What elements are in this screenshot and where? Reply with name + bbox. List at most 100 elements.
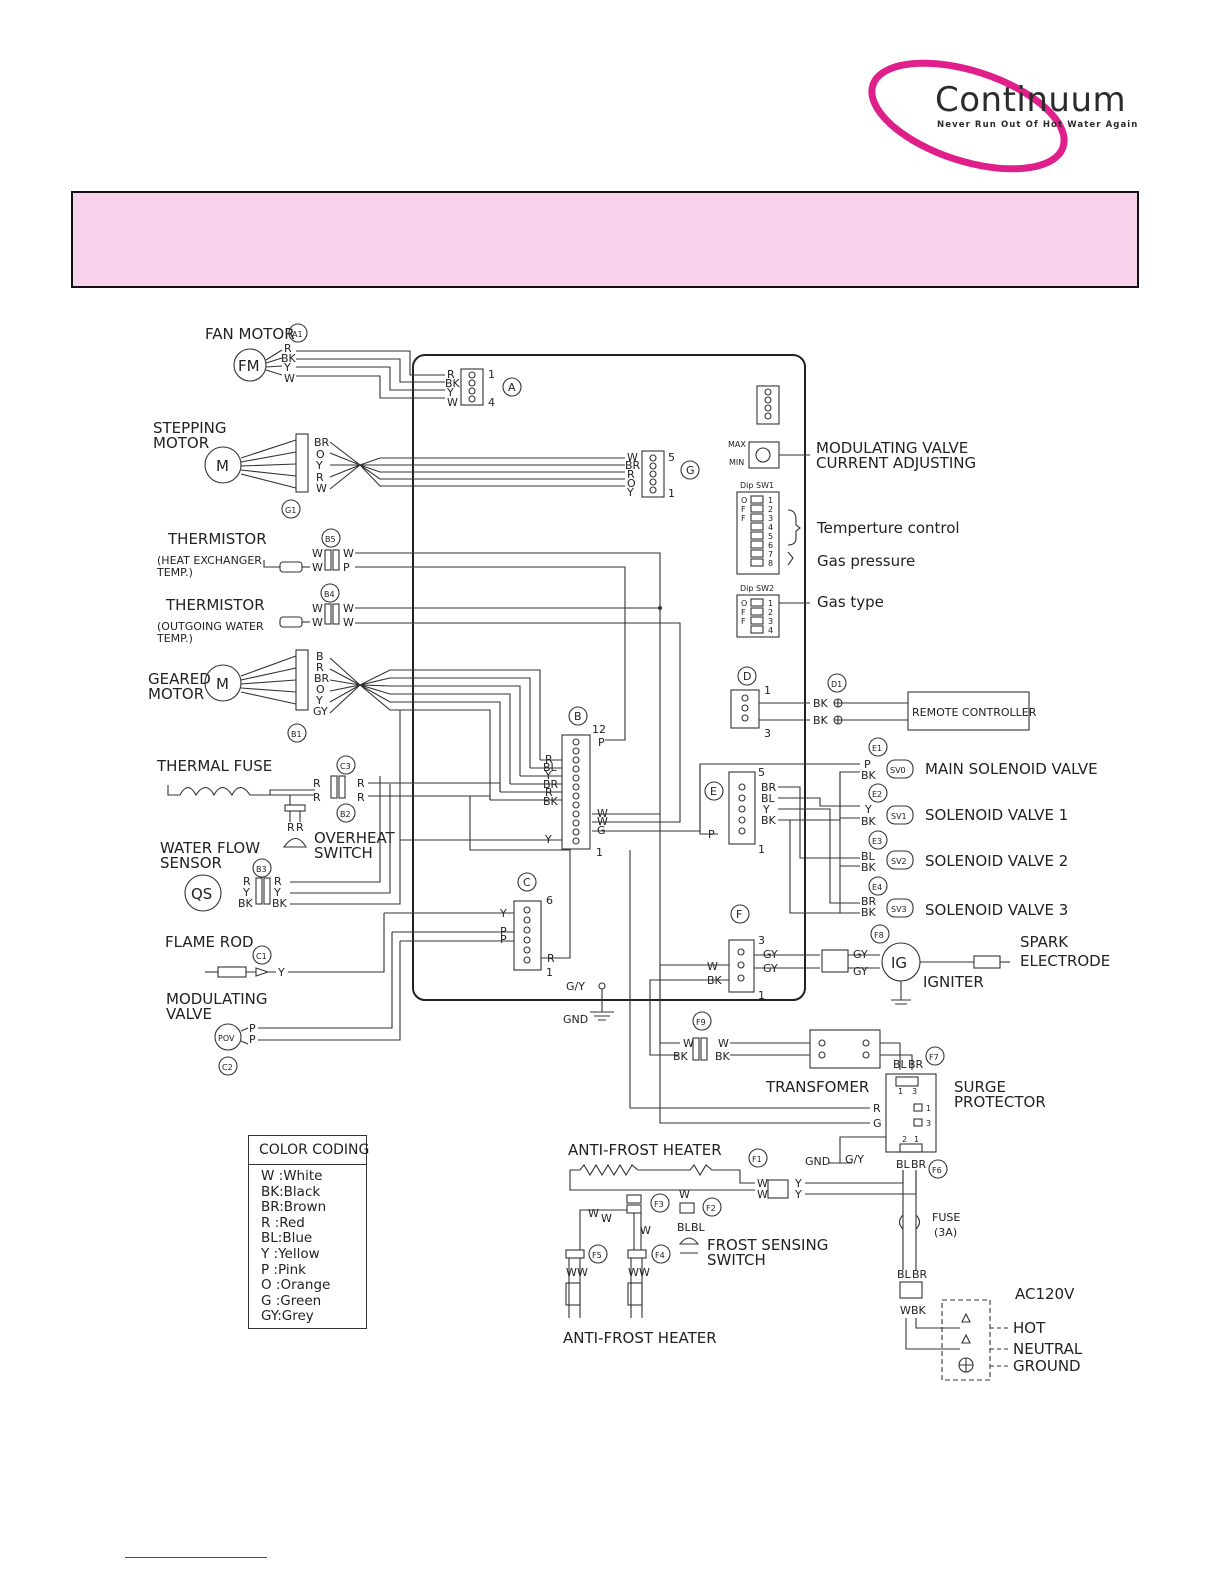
- svg-text:G1: G1: [285, 506, 296, 515]
- svg-text:R: R: [284, 342, 292, 355]
- svg-text:F5: F5: [592, 1251, 602, 1260]
- svg-text:SWITCH: SWITCH: [314, 844, 373, 862]
- svg-text:W: W: [284, 372, 295, 385]
- svg-text:FUSE: FUSE: [932, 1211, 960, 1224]
- svg-text:R: R: [287, 821, 295, 834]
- svg-text:BK: BK: [861, 861, 877, 874]
- svg-text:Dip SW1: Dip SW1: [740, 481, 774, 490]
- svg-text:SPARK: SPARK: [1020, 933, 1069, 951]
- svg-text:BL: BL: [691, 1221, 706, 1234]
- svg-text:W: W: [312, 547, 323, 560]
- svg-text:R: R: [274, 875, 282, 888]
- svg-text:1: 1: [758, 843, 765, 856]
- svg-text:FLAME ROD: FLAME ROD: [165, 933, 254, 951]
- svg-text:P: P: [864, 758, 871, 771]
- svg-text:1: 1: [768, 496, 773, 505]
- svg-text:O: O: [316, 683, 325, 696]
- svg-text:P: P: [249, 1022, 256, 1035]
- svg-text:C2: C2: [222, 1063, 233, 1072]
- remote-controller-label: REMOTE CONTROLLER: [912, 706, 1037, 719]
- svg-text:G: G: [686, 464, 695, 477]
- svg-text:R: R: [243, 875, 251, 888]
- svg-text:MAX: MAX: [728, 440, 746, 449]
- svg-text:B: B: [574, 710, 582, 723]
- svg-text:BK: BK: [861, 906, 877, 919]
- svg-text:BR: BR: [861, 895, 877, 908]
- svg-text:6: 6: [768, 541, 773, 550]
- svg-text:B4: B4: [324, 590, 335, 599]
- svg-text:BL: BL: [897, 1268, 912, 1281]
- svg-text:MODULATING: MODULATING: [166, 990, 268, 1008]
- svg-text:SV0: SV0: [890, 766, 906, 775]
- svg-text:W: W: [639, 1266, 650, 1279]
- svg-text:ELECTRODE: ELECTRODE: [1020, 952, 1110, 970]
- svg-text:W: W: [683, 1037, 694, 1050]
- svg-text:WATER FLOW: WATER FLOW: [160, 839, 260, 857]
- svg-text:F2: F2: [706, 1204, 716, 1213]
- svg-text:F9: F9: [696, 1018, 706, 1027]
- svg-text:TEMP.): TEMP.): [156, 566, 193, 579]
- svg-text:GY: GY: [853, 965, 868, 978]
- footer-link-underline: [125, 1557, 267, 1558]
- svg-text:Y: Y: [315, 694, 323, 707]
- svg-text:BK: BK: [543, 795, 559, 808]
- svg-text:AC120V: AC120V: [1015, 1285, 1075, 1303]
- svg-text:POV: POV: [218, 1034, 235, 1043]
- svg-text:F: F: [741, 617, 746, 626]
- legend-item: BL:Blue: [261, 1230, 313, 1247]
- svg-text:P: P: [249, 1033, 256, 1046]
- svg-text:5: 5: [768, 532, 773, 541]
- svg-text:BK: BK: [673, 1050, 689, 1063]
- svg-text:ANTI-FROST HEATER: ANTI-FROST HEATER: [568, 1141, 722, 1159]
- svg-text:C: C: [523, 876, 531, 889]
- svg-text:OVERHEAT: OVERHEAT: [314, 829, 396, 847]
- svg-text:Y: Y: [277, 966, 285, 979]
- svg-text:THERMISTOR: THERMISTOR: [165, 596, 265, 614]
- svg-text:F: F: [741, 505, 746, 514]
- svg-text:IG: IG: [891, 954, 907, 972]
- svg-text:MIN: MIN: [729, 458, 744, 467]
- svg-text:BK: BK: [715, 1050, 731, 1063]
- svg-text:R: R: [627, 468, 635, 481]
- logo-tagline: Never Run Out Of Hot Water Again: [937, 120, 1139, 130]
- svg-text:R: R: [316, 471, 324, 484]
- svg-text:B3: B3: [256, 865, 267, 874]
- legend-item: P :Pink: [261, 1261, 306, 1278]
- svg-text:O: O: [627, 477, 636, 490]
- svg-text:(OUTGOING WATER: (OUTGOING WATER: [157, 620, 264, 633]
- svg-text:W: W: [447, 396, 458, 409]
- svg-text:2: 2: [902, 1135, 907, 1144]
- svg-text:Y: Y: [283, 361, 291, 374]
- svg-text:BK: BK: [281, 352, 297, 365]
- svg-text:W: W: [707, 960, 718, 973]
- svg-text:BR: BR: [625, 459, 641, 472]
- logo-brand: Continuum: [935, 80, 1127, 120]
- svg-text:3: 3: [768, 514, 773, 523]
- svg-text:TRANSFOMER: TRANSFOMER: [765, 1078, 869, 1096]
- svg-text:GEARED: GEARED: [148, 670, 211, 688]
- svg-text:W: W: [718, 1037, 729, 1050]
- svg-text:W: W: [628, 1266, 639, 1279]
- water-flow-sensor-icon: [184, 874, 222, 912]
- svg-text:G/Y: G/Y: [845, 1153, 864, 1166]
- svg-text:VALVE: VALVE: [166, 1005, 212, 1023]
- svg-text:BK: BK: [813, 714, 829, 727]
- svg-text:BK: BK: [238, 897, 254, 910]
- svg-text:E4: E4: [872, 883, 882, 892]
- stepping-motor-label: STEPPING: [153, 419, 227, 437]
- svg-text:R: R: [357, 777, 365, 790]
- svg-text:SOLENOID VALVE 1: SOLENOID VALVE 1: [925, 806, 1068, 824]
- svg-text:THERMISTOR: THERMISTOR: [167, 530, 267, 548]
- svg-text:W: W: [640, 1224, 651, 1237]
- svg-text:Dip SW2: Dip SW2: [740, 584, 774, 593]
- svg-text:SWITCH: SWITCH: [707, 1251, 766, 1269]
- svg-text:1: 1: [898, 1087, 903, 1096]
- svg-text:C3: C3: [340, 762, 351, 771]
- svg-text:D: D: [743, 670, 751, 683]
- svg-text:BL: BL: [893, 1058, 908, 1071]
- svg-text:D1: D1: [831, 680, 842, 689]
- svg-text:B2: B2: [340, 810, 351, 819]
- svg-text:F6: F6: [932, 1166, 942, 1175]
- svg-text:1: 1: [926, 1104, 931, 1113]
